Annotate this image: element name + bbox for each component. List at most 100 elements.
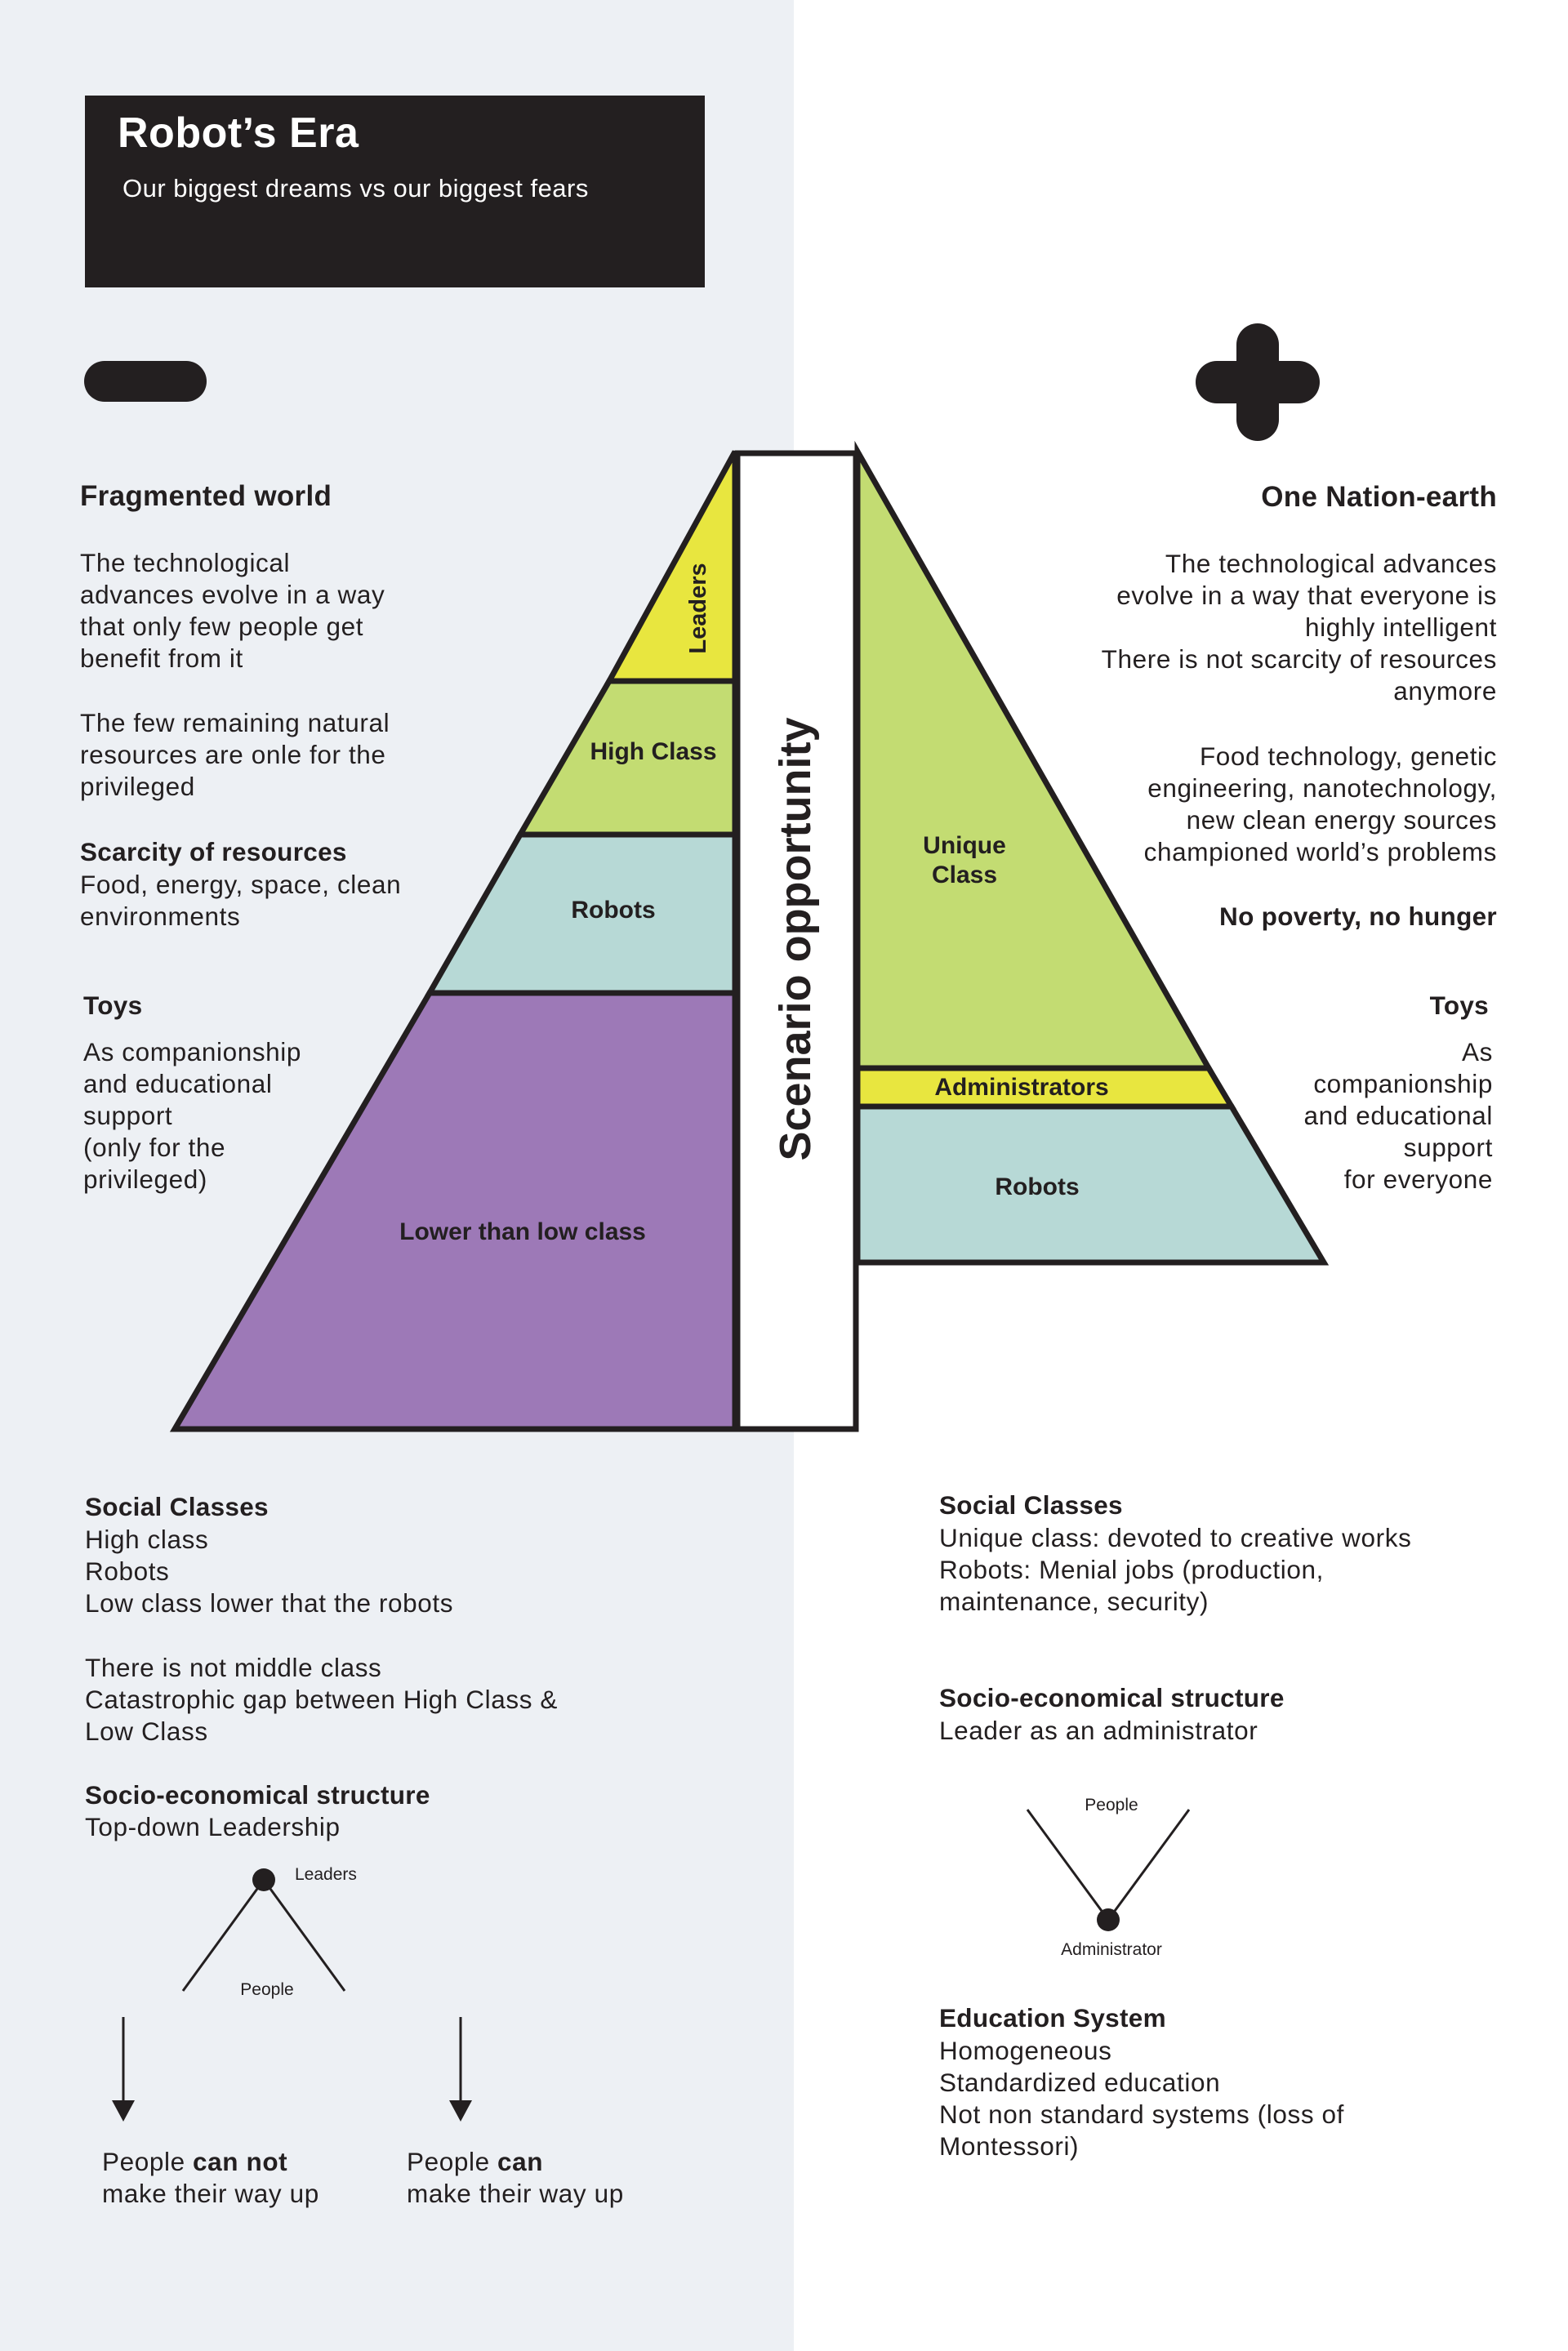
center-column (734, 450, 859, 1432)
left-intro: The technological advances evolve in a w… (80, 547, 385, 675)
right-toys-line: for everyone (1343, 1164, 1493, 1194)
right-socio-title: Socio-economical structure (939, 1683, 1285, 1712)
tree-right-node (1097, 1908, 1120, 1931)
right-food-line: new clean energy sources (1186, 805, 1497, 835)
title-box: Robot’s Era Our biggest dreams vs our bi… (85, 96, 705, 287)
label-lower-class: Lower than low class (399, 1218, 646, 1245)
outcome-can-line2: make their way up (407, 2179, 624, 2208)
left-toys-title: Toys (83, 991, 143, 1020)
label-robots-right: Robots (995, 1173, 1079, 1200)
outcome-can: People can make their way up (407, 2146, 624, 2210)
right-edu-line: Homogeneous (939, 2036, 1112, 2065)
right-intro-line: The technological advances (1165, 549, 1497, 578)
left-gap: There is not middle class Catastrophic g… (85, 1652, 558, 1748)
left-intro-line: benefit from it (80, 643, 243, 673)
right-food-line: championed world’s problems (1143, 837, 1497, 866)
left-social: High class Robots Low class lower that t… (85, 1524, 453, 1619)
right-edu: Homogeneous Standardized education Not n… (939, 2035, 1344, 2162)
minus-icon (84, 361, 207, 402)
label-robots-left: Robots (571, 897, 655, 924)
tree-left-branch-a (181, 1879, 265, 1992)
left-resources: The few remaining natural resources are … (80, 707, 390, 803)
outcome-can-bold: can (497, 2147, 544, 2176)
left-social-line: Low class lower that the robots (85, 1588, 454, 1618)
label-administrators: Administrators (934, 1074, 1108, 1101)
tree-right-top-label: People (1085, 1796, 1138, 1814)
right-social-line: Unique class: devoted to creative works (939, 1523, 1412, 1552)
tree-left-node (252, 1868, 275, 1891)
outcome-can-not-pre: People (102, 2147, 194, 2176)
right-toys-line: and educational (1303, 1101, 1493, 1130)
right-intro-line: There is not scarcity of resources (1101, 644, 1497, 674)
right-socio-text: Leader as an administrator (939, 1716, 1258, 1745)
left-resources-line: privileged (80, 772, 195, 801)
label-unique-line2: Class (932, 862, 997, 888)
outcome-can-not-bold: can not (193, 2147, 288, 2176)
left-gap-line: Low Class (85, 1716, 208, 1746)
left-social-title: Social Classes (85, 1492, 269, 1521)
right-social: Unique class: devoted to creative works … (939, 1522, 1411, 1618)
outcome-can-pre: People (407, 2147, 498, 2176)
tree-right-branch-a (1026, 1809, 1110, 1921)
plus-icon-bar (1196, 361, 1320, 403)
right-toys-line: As (1462, 1037, 1493, 1066)
arrow-down-icon (449, 2100, 472, 2122)
tree-left-branch-b (262, 1879, 346, 1992)
right-layer-robots (854, 1103, 1330, 1266)
right-toys-title: Toys (1429, 991, 1489, 1020)
left-gap-line: Catastrophic gap between High Class & (85, 1685, 559, 1714)
right-intro-line: highly intelligent (1305, 612, 1497, 642)
right-food-line: engineering, nanotechnology, (1147, 773, 1497, 803)
right-food: Food technology, genetic engineering, na… (1144, 741, 1497, 868)
tree-left-top-label: Leaders (295, 1865, 357, 1884)
left-heading: Fragmented world (80, 480, 332, 512)
page-title: Robot’s Era (118, 109, 359, 157)
right-edu-title: Education System (939, 2003, 1166, 2033)
left-resources-line: The few remaining natural (80, 708, 390, 737)
left-intro-line: The technological (80, 548, 291, 577)
label-high-class: High Class (590, 738, 716, 765)
label-unique-line1: Unique (923, 832, 1006, 859)
left-toys: As companionship and educational support… (83, 1036, 301, 1196)
left-toys-line: As companionship (83, 1037, 301, 1066)
right-intro-line: evolve in a way that everyone is (1116, 581, 1497, 610)
center-banner: Scenario opportunity (771, 717, 820, 1160)
outcome-can-not-line2: make their way up (102, 2179, 319, 2208)
right-food-line: Food technology, genetic (1199, 741, 1497, 771)
outcome-can-not: People can not make their way up (102, 2146, 319, 2210)
right-toys: As companionship and educational support… (1304, 1036, 1493, 1196)
right-toys-line: support (1403, 1133, 1493, 1162)
left-socio-text: Top-down Leadership (85, 1812, 341, 1841)
left-layer-leaders (604, 450, 738, 684)
right-intro-line: anymore (1393, 676, 1497, 706)
right-no-poverty: No poverty, no hunger (1219, 902, 1497, 931)
label-leaders: Leaders (685, 563, 711, 653)
left-resources-line: resources are onle for the (80, 740, 386, 769)
left-gap-line: There is not middle class (85, 1653, 382, 1682)
left-scarcity-title: Scarcity of resources (80, 837, 347, 866)
right-edu-line: Montessori) (939, 2131, 1080, 2161)
right-social-line: maintenance, security) (939, 1587, 1209, 1616)
left-toys-line: privileged) (83, 1164, 207, 1194)
right-social-title: Social Classes (939, 1490, 1123, 1520)
tree-right-bottom-label: Administrator (1061, 1940, 1162, 1959)
right-social-line: Robots: Menial jobs (production, (939, 1555, 1324, 1584)
arrow-down-icon (112, 2100, 135, 2122)
right-edu-line: Standardized education (939, 2068, 1221, 2097)
left-toys-line: and educational (83, 1069, 273, 1098)
right-toys-line: companionship (1313, 1069, 1493, 1098)
left-intro-line: that only few people get (80, 612, 364, 641)
left-toys-line: (only for the (83, 1133, 226, 1162)
left-scarcity: Food, energy, space, clean environments (80, 869, 401, 933)
left-social-line: Robots (85, 1556, 170, 1586)
right-heading: One Nation-earth (1261, 481, 1497, 513)
left-scarcity-line: environments (80, 902, 241, 931)
right-edu-line: Not non standard systems (loss of (939, 2099, 1345, 2129)
right-intro: The technological advances evolve in a w… (1102, 548, 1497, 707)
left-intro-line: advances evolve in a way (80, 580, 385, 609)
left-toys-line: support (83, 1101, 173, 1130)
left-social-line: High class (85, 1525, 209, 1554)
left-scarcity-line: Food, energy, space, clean (80, 870, 402, 899)
tree-left-bottom-label: People (240, 1980, 293, 1999)
